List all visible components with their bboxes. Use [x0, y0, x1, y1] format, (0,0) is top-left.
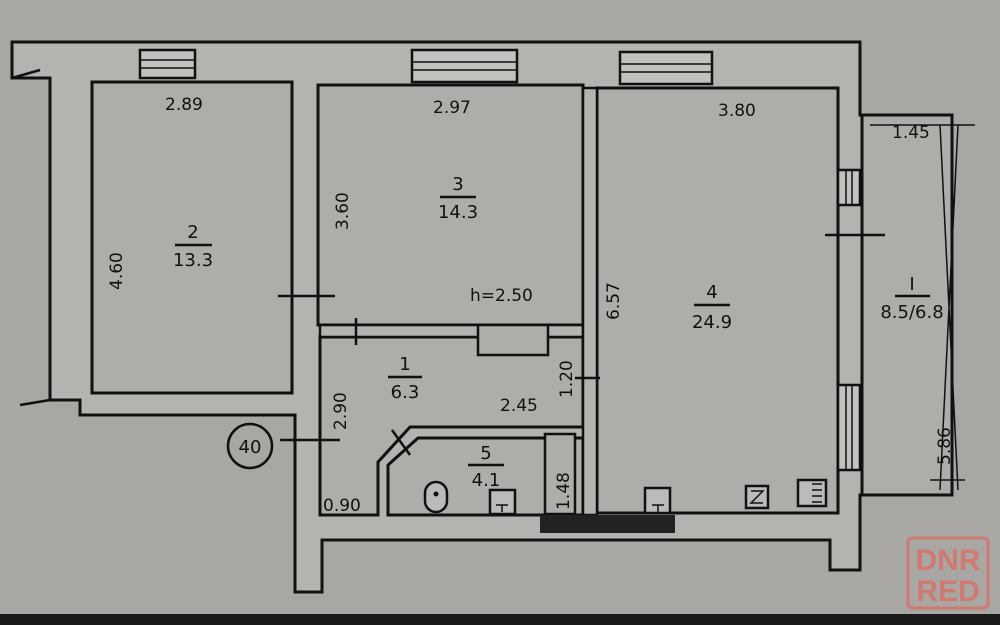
- room-label-4: 4 24.9: [692, 282, 732, 333]
- room-number: 5: [480, 443, 491, 464]
- closet: [543, 432, 577, 516]
- boiler-icon: [796, 478, 828, 508]
- toilet-icon: [423, 480, 449, 514]
- room-area: 13.3: [173, 250, 213, 271]
- marker-label: 40: [239, 437, 262, 458]
- room-label-5: 5 4.1: [468, 443, 504, 491]
- wall-break: [11, 68, 41, 80]
- dimension-label: 2.89: [165, 95, 203, 115]
- dimension-label: 2.45: [500, 396, 538, 416]
- watermark-text: DNR: [916, 544, 981, 577]
- room-number: 3: [452, 174, 463, 195]
- room-area: 8.5/6.8: [880, 302, 943, 323]
- window: [836, 383, 862, 472]
- room-area: 24.9: [692, 312, 732, 333]
- room-4: [595, 86, 840, 515]
- room-number: I: [909, 274, 914, 295]
- building-marker: [226, 422, 274, 470]
- room-label-3: 3 14.3: [438, 174, 478, 223]
- ceiling-height: h=2.50: [470, 286, 533, 306]
- wardrobe: [476, 323, 550, 357]
- stove-icon: [744, 484, 770, 510]
- dimension-label: 1.48: [554, 472, 574, 510]
- sink-icon: [488, 488, 517, 516]
- dimension-label: 0.90: [323, 496, 361, 516]
- dimension-label: 1.45: [892, 123, 930, 143]
- balcony: [860, 113, 954, 497]
- radiator-icon: [643, 486, 672, 515]
- dimension-label: 4.60: [107, 252, 127, 290]
- balcony-door: [836, 168, 862, 207]
- door-mark: [390, 429, 412, 456]
- watermark-logo: DNR RED: [906, 536, 990, 610]
- ventilation-grille: [540, 515, 675, 533]
- room-area: 6.3: [391, 382, 420, 403]
- dimension-label: 2.97: [433, 98, 471, 118]
- dimension-label: 3.80: [718, 101, 756, 121]
- watermark-text: RED: [916, 575, 979, 608]
- room-label-2: 2 13.3: [173, 222, 213, 271]
- window: [410, 48, 519, 84]
- window: [138, 48, 197, 80]
- dimension-label: 1.20: [557, 360, 577, 398]
- window: [618, 50, 714, 86]
- partition-wall: [581, 86, 599, 517]
- room-number: 2: [187, 222, 198, 243]
- room-number: 4: [706, 282, 717, 303]
- balcony-rail: [939, 124, 959, 491]
- room-area: 14.3: [438, 202, 478, 223]
- room-label-balcony: I 8.5/6.8: [880, 274, 943, 323]
- photo-edge: [0, 614, 1000, 625]
- room-area: 4.1: [472, 470, 501, 491]
- wall-break: [19, 398, 51, 407]
- dimension-label: 2.90: [331, 392, 351, 430]
- room-label-1: 1 6.3: [388, 354, 422, 403]
- dimension-label: 6.57: [604, 282, 624, 320]
- dimension-label: 3.60: [333, 192, 353, 230]
- room-number: 1: [399, 354, 410, 375]
- dimension-label: 5.86: [935, 427, 955, 465]
- room-2: [90, 80, 294, 395]
